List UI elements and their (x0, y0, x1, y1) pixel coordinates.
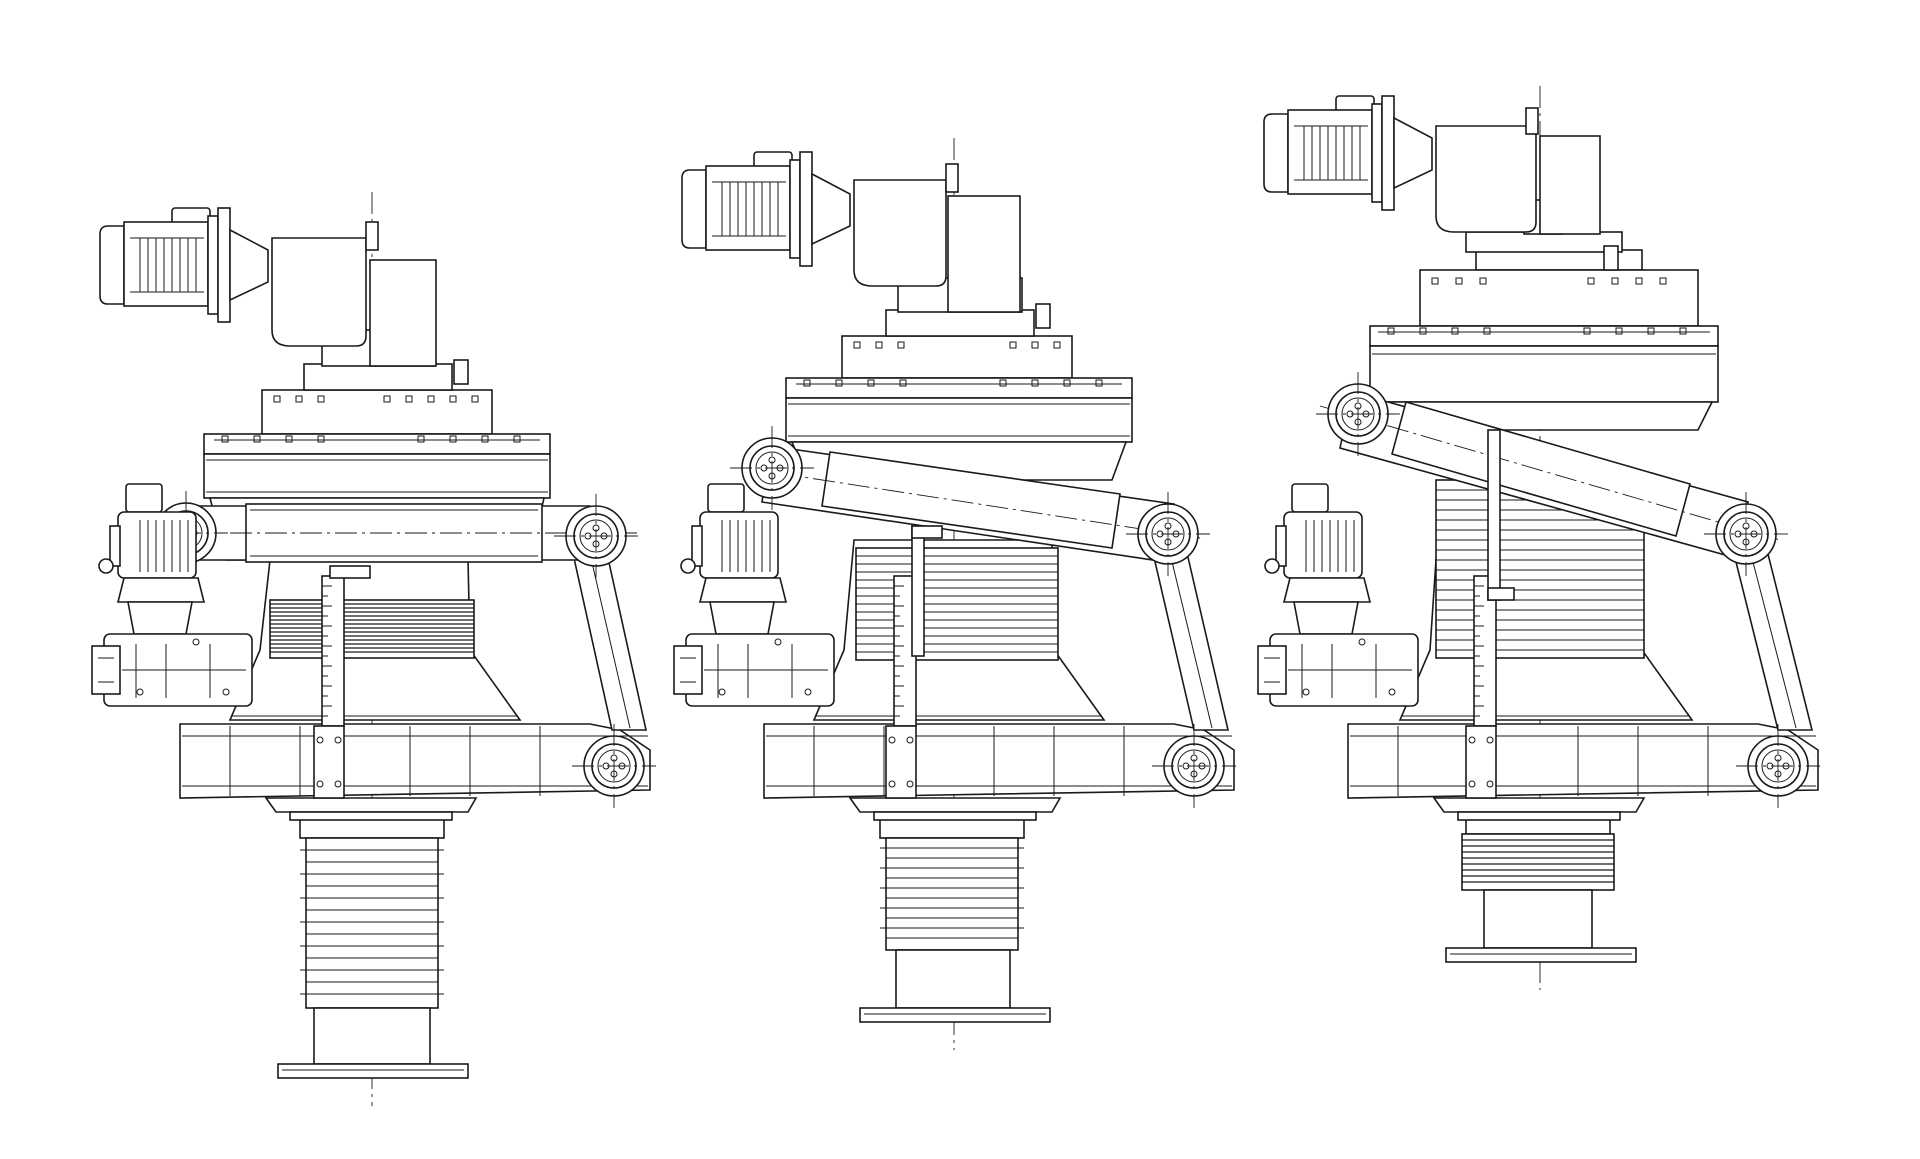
view-1-right-link (569, 539, 647, 731)
view-1-machine (91, 192, 657, 1106)
view-1-base-frame (179, 723, 651, 821)
view-1-upper-bellows (269, 599, 475, 659)
view-3-lower-bellows (1445, 817, 1637, 963)
view-3-top-drive (1263, 95, 1623, 271)
view-1-top-motor (99, 207, 269, 323)
view-3-drum (1369, 249, 1719, 431)
view-3-machine (1257, 86, 1821, 990)
view-3-side-motor (1257, 483, 1419, 707)
view-3-top-motor (1263, 95, 1433, 211)
view-2-base-frame (763, 723, 1235, 821)
view-2-machine (673, 138, 1237, 1050)
view-2-lower-bellows (859, 817, 1051, 1023)
view-2-upper-bellows (855, 547, 1059, 661)
view-3-base-frame (1347, 723, 1819, 821)
view-2-top-drive (681, 151, 1051, 337)
view-2-right-link (1148, 539, 1230, 731)
view-1-lower-bellows (277, 817, 469, 1079)
view-1-arm (160, 503, 640, 563)
view-1-top-drive (99, 207, 469, 391)
view-2-side-motor (673, 483, 835, 707)
view-2-drum (785, 335, 1133, 481)
view-2-top-motor (681, 151, 851, 267)
